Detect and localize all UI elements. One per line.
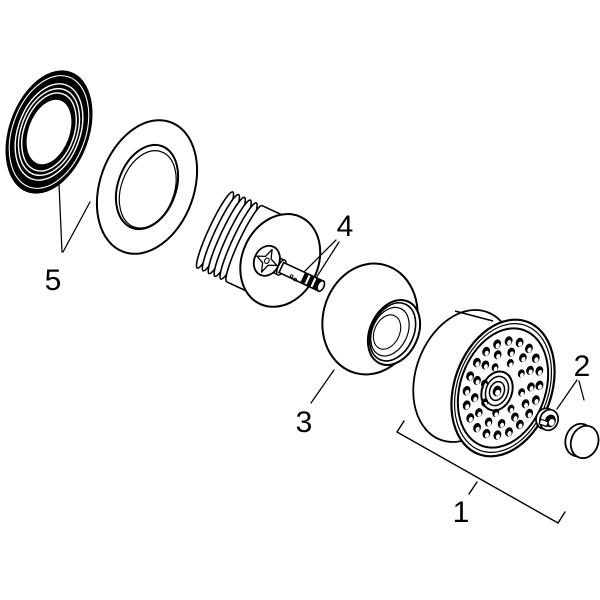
- leader-lines: [58, 183, 585, 410]
- leader-part4-b: [315, 241, 340, 279]
- part-end-cap: [564, 422, 600, 460]
- callout-label-1: 1: [453, 496, 470, 529]
- part-cartridge: [195, 191, 326, 308]
- leader-part4-a: [304, 239, 337, 272]
- part-showerhead: [412, 309, 556, 458]
- part-retaining-clip: [535, 407, 560, 432]
- leader-part5-white-ring: [62, 201, 91, 253]
- leader-part2-clip: [556, 379, 578, 410]
- callout-label-2: 2: [574, 350, 591, 383]
- leader-part5-black-ring: [58, 183, 63, 253]
- part-seal-ring: [5, 70, 93, 194]
- part1-bracket: [396, 420, 566, 524]
- part-washer-ring: [95, 119, 199, 255]
- callout-label-4: 4: [337, 210, 354, 243]
- part-dome-sleeve: [321, 262, 422, 376]
- spray-hub: [480, 370, 514, 412]
- star-selector: [256, 248, 278, 273]
- callout-label-5: 5: [45, 264, 62, 297]
- callout-label-3: 3: [296, 406, 313, 439]
- leader-part2-cap: [578, 380, 585, 401]
- leader-part3: [310, 369, 335, 404]
